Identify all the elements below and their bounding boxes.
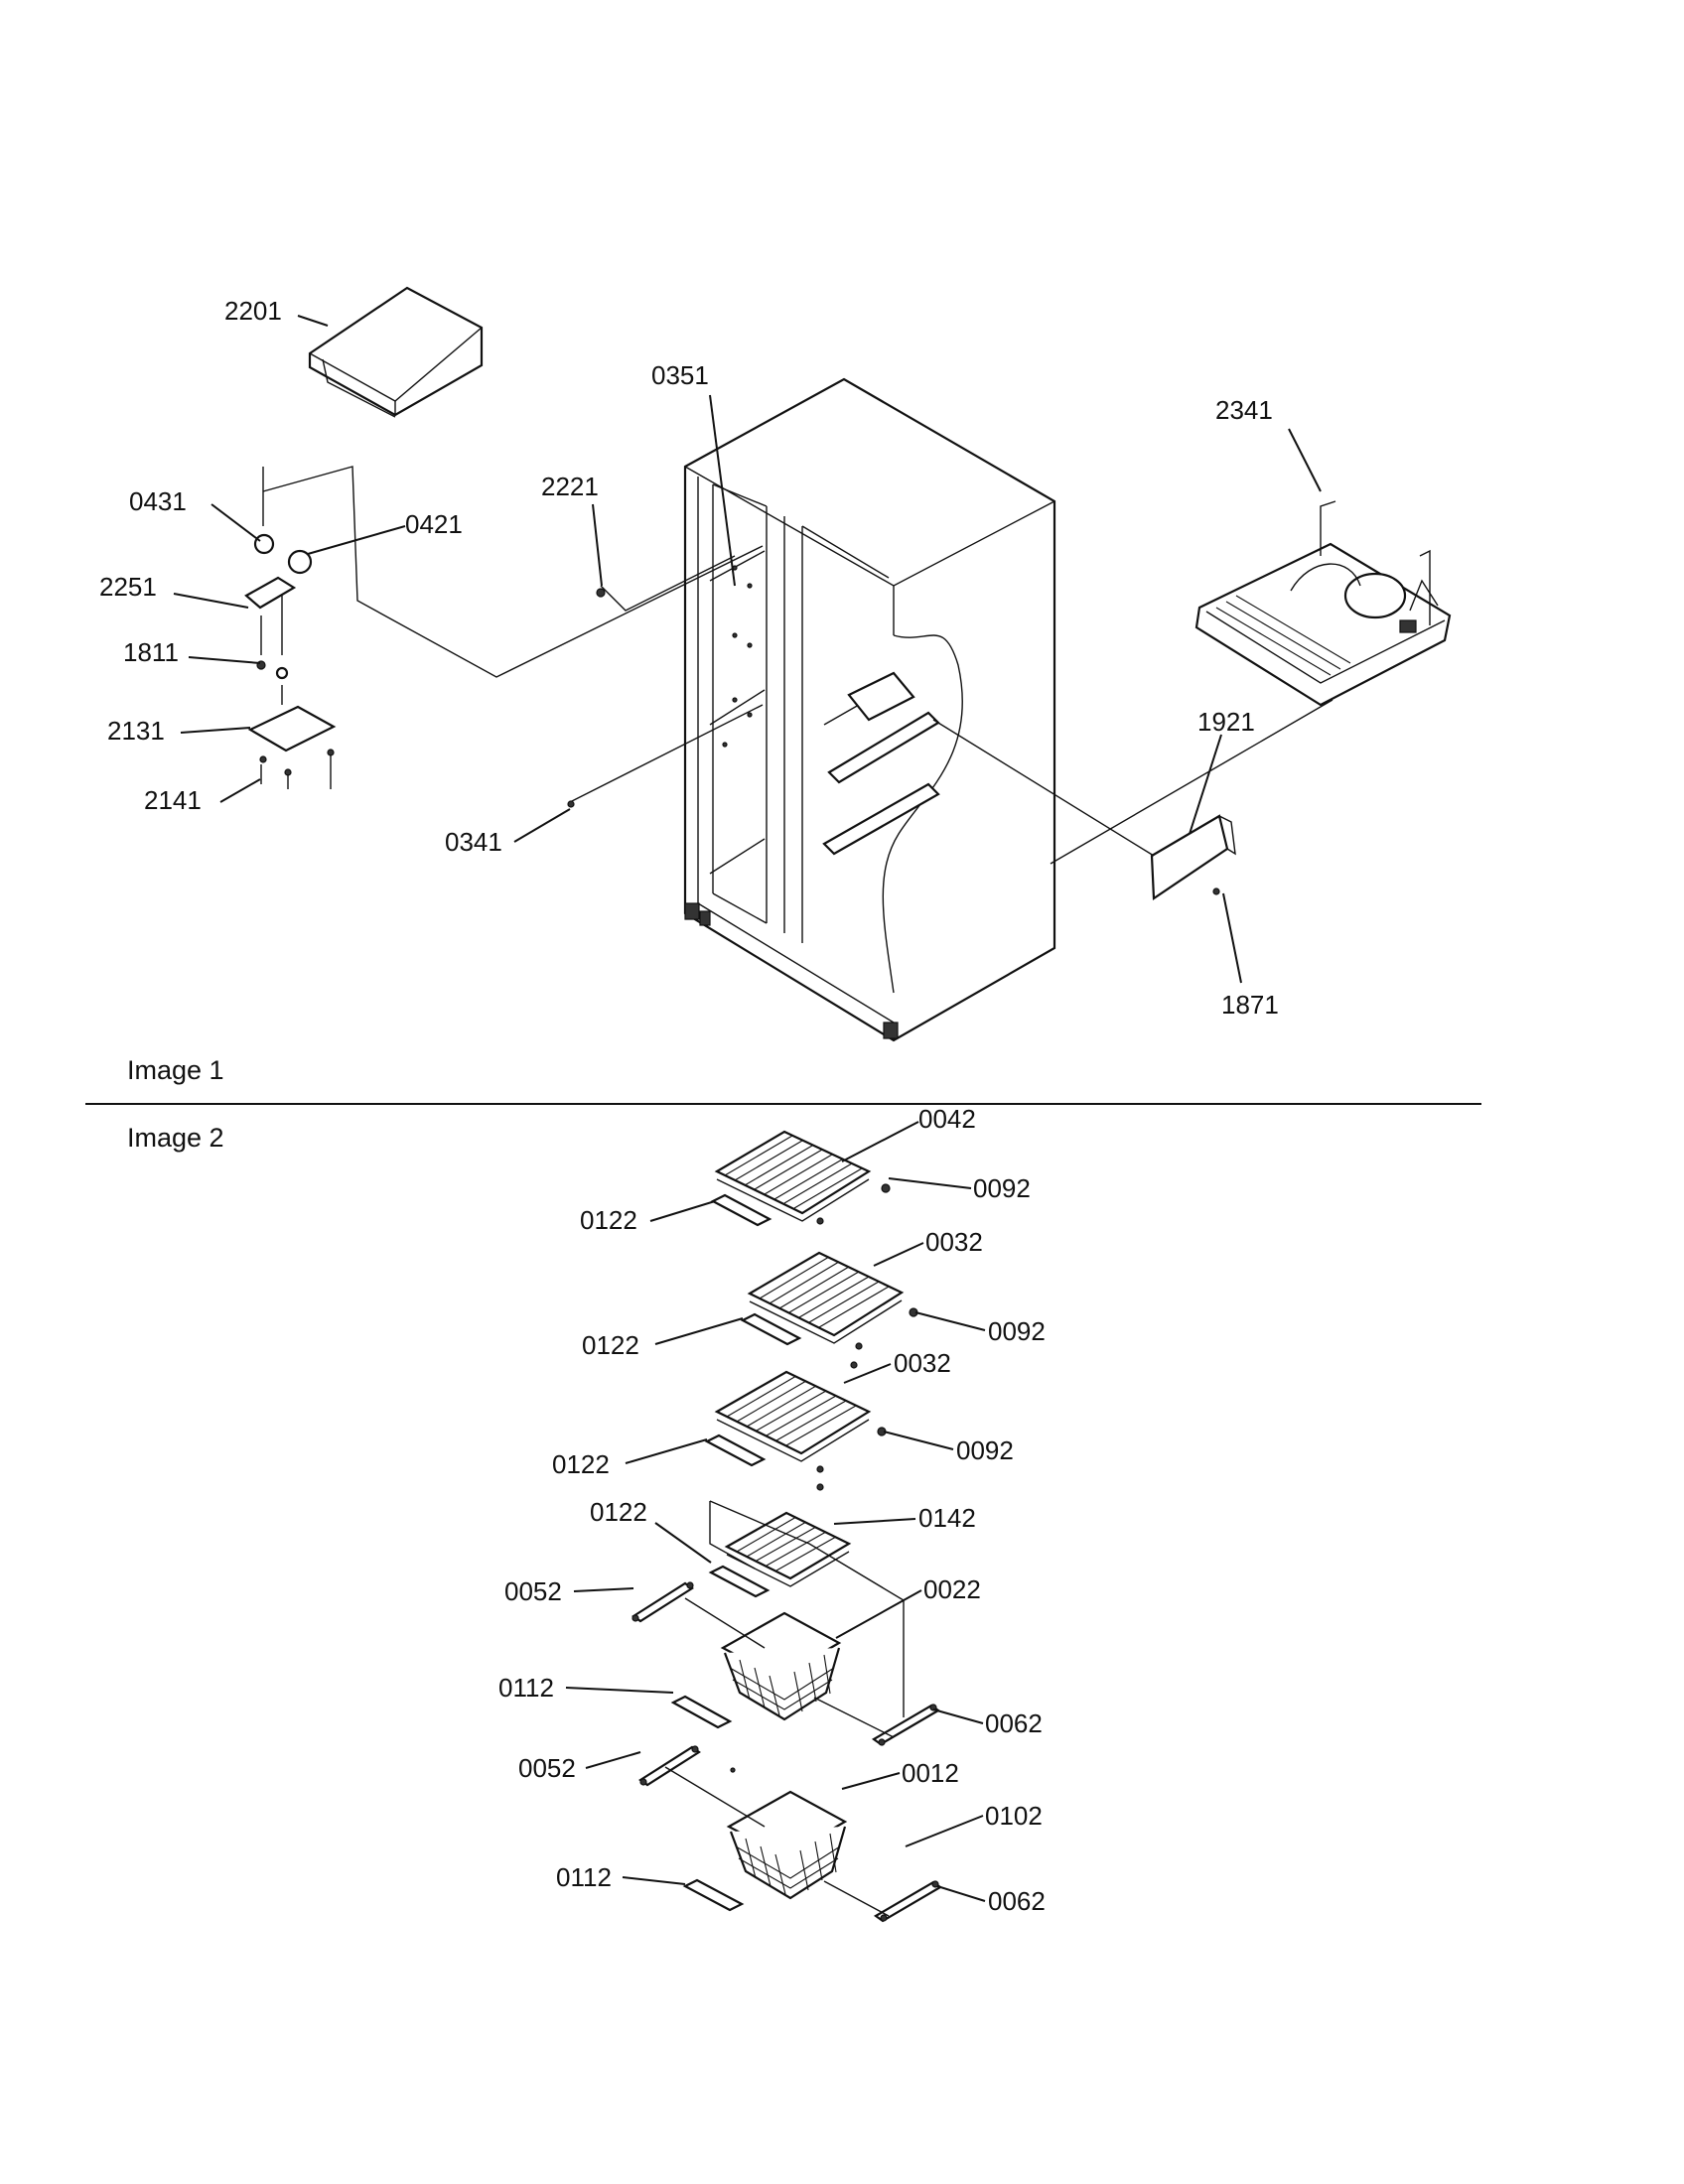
label-1811: 1811 [123, 637, 179, 667]
label-0032-a: 0032 [925, 1227, 983, 1257]
label-0052-b: 0052 [518, 1753, 576, 1783]
label-2141: 2141 [144, 785, 202, 815]
label-0092-c: 0092 [956, 1435, 1014, 1465]
label-0122-c: 0122 [552, 1449, 610, 1479]
cover-1921 [1150, 814, 1236, 901]
shelf-0032-b [704, 1370, 887, 1491]
label-0112-b: 0112 [556, 1862, 612, 1892]
label-0431: 0431 [129, 486, 187, 516]
label-0052-a: 0052 [504, 1576, 562, 1606]
label-1871: 1871 [1221, 990, 1279, 1020]
hardware-dots [567, 565, 1220, 895]
shelf-0042 [710, 1130, 891, 1227]
image1-leader-lines [262, 466, 1333, 865]
label-0122-a: 0122 [580, 1205, 637, 1235]
label-2341: 2341 [1215, 395, 1273, 425]
image1-labels: 2201 0351 2341 0431 0421 2221 2251 1811 … [99, 296, 1279, 1020]
crisper-pan-2201 [308, 286, 484, 418]
label-0062-b: 0062 [988, 1886, 1046, 1916]
label-0032-b: 0032 [894, 1348, 951, 1378]
light-assembly [244, 467, 337, 789]
label-2221: 2221 [541, 472, 599, 501]
label-0112-a: 0112 [498, 1673, 554, 1703]
shelf-0032-a [740, 1251, 918, 1369]
image1-callouts [173, 315, 1322, 984]
label-0042: 0042 [918, 1104, 976, 1134]
label-0092-b: 0092 [988, 1316, 1046, 1346]
label-2251: 2251 [99, 572, 157, 602]
label-2201: 2201 [224, 296, 282, 326]
image2-leader-lines [664, 1500, 905, 1917]
section-label-image2: Image 2 [127, 1123, 224, 1153]
label-2131: 2131 [107, 716, 165, 746]
slide-set-b [638, 1745, 943, 1923]
label-1921: 1921 [1197, 707, 1255, 737]
label-0122-d: 0122 [590, 1497, 647, 1527]
label-0122-b: 0122 [582, 1330, 639, 1360]
label-0102: 0102 [985, 1801, 1043, 1831]
label-0142: 0142 [918, 1503, 976, 1533]
label-0092-a: 0092 [973, 1173, 1031, 1203]
label-0351: 0351 [651, 360, 709, 390]
section-label-image1: Image 1 [127, 1055, 224, 1085]
slide-set-a [632, 1581, 941, 1746]
image2-labels: 0042 0092 0122 0032 0122 0092 0032 0122 … [498, 1104, 1046, 1916]
label-0341: 0341 [445, 827, 502, 857]
label-0062-a: 0062 [985, 1708, 1043, 1738]
basket-0022 [720, 1611, 842, 1721]
machine-compartment-2341 [1194, 500, 1452, 707]
label-0022: 0022 [923, 1574, 981, 1604]
cabinet [683, 377, 1056, 1042]
image2-callouts [565, 1121, 986, 1902]
label-0012: 0012 [902, 1758, 959, 1788]
label-0421: 0421 [405, 509, 463, 539]
basket-0012 [726, 1790, 848, 1900]
